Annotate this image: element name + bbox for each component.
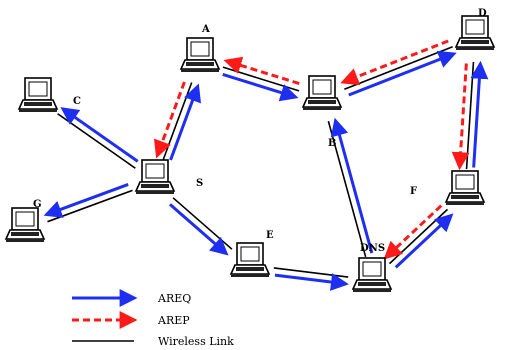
areq-arrow-S-A [169, 83, 202, 161]
node-label-d: D [478, 8, 487, 19]
node-label-g: G [33, 199, 42, 210]
laptop-icon-d [454, 15, 496, 50]
arep-arrow-D-B [340, 39, 449, 86]
laptop-icon-g [4, 207, 46, 242]
laptop-icon-dns [351, 257, 393, 292]
node-label-e: E [266, 230, 274, 241]
wireless-link-S-G [47, 189, 133, 223]
wireless-link-F-D [465, 61, 475, 170]
wireless-link-S-E [172, 197, 233, 250]
arep-arrow-B-A [223, 56, 300, 86]
legend-label-arep: AREP [157, 314, 190, 327]
node-label-a: A [201, 24, 210, 35]
arep-arrow-A-S [153, 81, 186, 159]
node-label-dns: DNS [360, 243, 385, 254]
areq-arrow-E-DNS [274, 273, 349, 291]
laptop-icon-e [229, 242, 271, 277]
areq-arrow-S-E [168, 203, 229, 256]
laptop-icon-f [444, 170, 486, 205]
node-label-c: C [73, 96, 81, 107]
areq-arrow-S-G [43, 183, 129, 218]
wireless-link-S-C [57, 113, 136, 169]
areq-arrow-DNS-F [394, 213, 454, 269]
areq-arrow-B-D [348, 50, 457, 97]
laptop-icon-c [17, 77, 59, 112]
laptop-icon-a [179, 37, 221, 72]
arep-arrow-D-F [451, 63, 470, 171]
wireless-link-DNS-F [388, 208, 449, 265]
areq-arrow-A-B [222, 72, 299, 102]
laptop-icon-b [301, 75, 343, 110]
areq-arrow-DNS-B [330, 117, 374, 254]
wireless-link-B-DNS [327, 120, 367, 258]
areq-arrow-F-D [470, 60, 489, 168]
node-label-b: B [328, 138, 336, 149]
node-label-s: S [196, 178, 203, 189]
legend: AREQ AREP Wireless Link [72, 289, 234, 348]
node-label-f: F [410, 186, 417, 197]
laptop-icon-s [134, 159, 176, 194]
wireless-link-B-D [344, 46, 453, 90]
wireless-link-S-A [162, 82, 193, 160]
legend-label-wireless: Wireless Link [158, 335, 234, 348]
areq-arrow-S-C [60, 107, 139, 163]
legend-label-areq: AREQ [157, 292, 191, 305]
arep-arrow-F-DNS [383, 204, 443, 260]
